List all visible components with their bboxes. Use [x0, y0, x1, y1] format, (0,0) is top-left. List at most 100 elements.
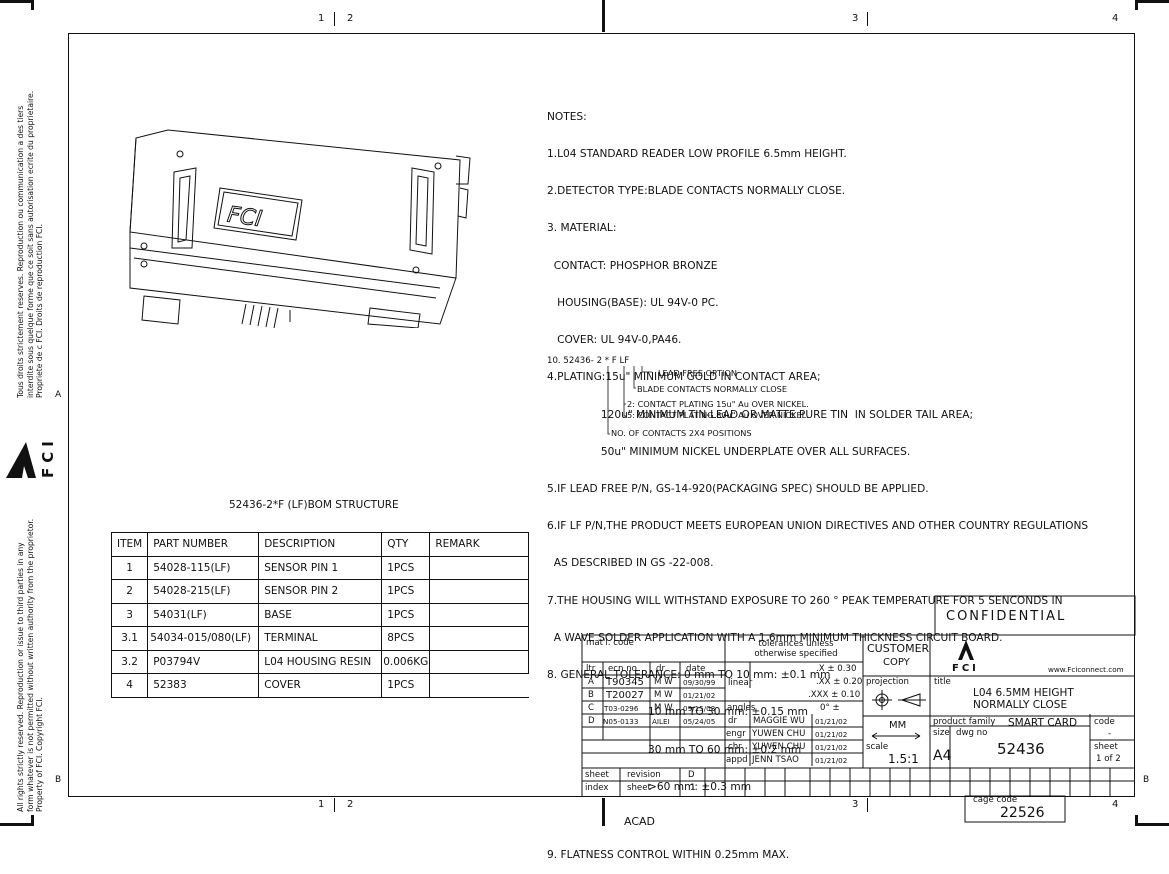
- rev-header: ltr: [586, 664, 596, 674]
- rev-cell: T03-0296: [604, 704, 639, 713]
- linear-label: linear: [728, 678, 753, 688]
- units-label: MM: [889, 720, 907, 731]
- option-contacts: NO. OF CONTACTS 2X4 POSITIONS: [611, 428, 752, 438]
- table-row: 1 54028-115(LF) SENSOR PIN 1 1PCS: [110, 555, 530, 580]
- corner-mark: [1135, 823, 1169, 826]
- center-mark: [602, 0, 605, 32]
- role-label: dr: [728, 716, 737, 726]
- rev-header: dr: [656, 664, 665, 674]
- person-name: YUWEN CHU: [752, 742, 806, 752]
- note-line: 8. GENERAL TOLERANCE: 0 mm TO 10 mm: ±0.…: [547, 669, 831, 682]
- note-line: 10 mm TO 30 mm: ±0.15 mm: [547, 706, 808, 719]
- size-label: size: [933, 728, 950, 738]
- frame-top: [68, 33, 1135, 34]
- corner-mark: [0, 0, 34, 3]
- rev-cell: 09/30/99: [683, 678, 716, 687]
- note-line: AS DESCRIBED IN GS -22-008.: [547, 557, 714, 570]
- bom-cell: 3.2: [110, 649, 149, 674]
- projection-label: projection: [866, 677, 909, 687]
- rev-cell: A: [588, 677, 594, 687]
- table-row: 3.1 54034-015/080(LF) TERMINAL 8PCS: [110, 626, 530, 651]
- tol-xxx: .XXX ± 0.10: [808, 690, 861, 700]
- zone-label: 4: [1112, 799, 1119, 810]
- rev-cell: 09/15/03: [683, 704, 716, 713]
- bom-cell: [429, 579, 530, 604]
- note-line: COVER: UL 94V-0,PA46.: [547, 334, 682, 347]
- note-line: 4.PLATING:15u" MINIMUM GOLD IN CONTACT A…: [547, 371, 821, 384]
- zone-divider: [334, 798, 335, 812]
- bom-title: 52436-2*F (LF)BOM STRUCTURE: [229, 499, 399, 511]
- zone-divider: [867, 12, 868, 26]
- bom-cell: 3.1: [110, 626, 149, 651]
- note-line: HOUSING(BASE): UL 94V-0 PC.: [547, 296, 719, 309]
- zone-label: 1: [318, 799, 325, 810]
- note-line: 6.IF LF P/N,THE PRODUCT MEETS EUROPEAN U…: [547, 520, 1089, 533]
- product-family-value: SMART CARD: [1008, 717, 1078, 729]
- bom-table: ITEM PART NUMBER DESCRIPTION QTY REMARK …: [110, 532, 530, 698]
- rev-cell: B: [588, 690, 594, 700]
- sheet-index-label: index: [585, 783, 609, 793]
- option-plating-5: 5: CONTACT PLATING 80u" Au OVER NICKEL.: [627, 410, 809, 420]
- table-row: 4 52383 COVER 1PCS: [110, 673, 529, 698]
- person-name: JENN TSAO: [752, 755, 799, 765]
- corner-mark: [1135, 0, 1169, 3]
- zone-label: 2: [347, 799, 354, 810]
- rev-header: date: [686, 664, 706, 674]
- customer-label: CUSTOMER: [867, 642, 930, 655]
- copy-label: COPY: [883, 657, 910, 668]
- scale-label: scale: [866, 742, 889, 752]
- tol-x: .X ± 0.30: [816, 664, 857, 674]
- bom-header-cell: DESCRIPTION: [258, 532, 383, 557]
- angle-value: 0° ±: [820, 703, 840, 713]
- corner-mark: [31, 0, 34, 10]
- option-blade-contacts: BLADE CONTACTS NORMALLY CLOSE: [637, 384, 788, 394]
- sheet-value-2: 1: [690, 783, 696, 793]
- bom-cell: TERMINAL: [258, 626, 383, 651]
- rev-cell: D: [588, 716, 595, 726]
- note-line: 7.THE HOUSING WILL WITHSTAND EXPOSURE TO…: [547, 594, 1063, 607]
- code-label: code: [1094, 717, 1115, 727]
- matl-code-label: mat'l. code: [586, 638, 634, 648]
- note-line: 2.DETECTOR TYPE:BLADE CONTACTS NORMALLY …: [547, 185, 846, 198]
- role-label: engr: [726, 729, 746, 739]
- revision-value: D: [688, 770, 695, 780]
- note-line: 5.IF LEAD FREE P/N, GS-14-920(PACKAGING …: [547, 483, 929, 495]
- bom-cell: 1: [110, 555, 149, 580]
- corner-mark: [1135, 815, 1138, 826]
- rev-cell: AILEI: [652, 717, 670, 726]
- revision-label: revision: [627, 770, 661, 780]
- zone-divider: [867, 798, 868, 812]
- rev-cell: N05-0133: [603, 717, 639, 726]
- option-lead-free: LEAD FREE OPTION: [658, 368, 737, 378]
- person-date: 01/21/02: [815, 756, 848, 765]
- person-date: 01/21/02: [815, 743, 848, 752]
- rev-cell: T90345: [606, 677, 644, 688]
- rev-cell: M W: [654, 703, 673, 713]
- bom-cell: L04 HOUSING RESIN: [258, 649, 383, 674]
- frame-right: [1134, 33, 1135, 797]
- bom-cell: 1PCS: [381, 602, 431, 627]
- code-value: -: [1108, 729, 1112, 739]
- note-line: CONTACT: PHOSPHOR BRONZE: [547, 259, 718, 272]
- drawing-title-line2: NORMALLY CLOSE: [973, 699, 1068, 711]
- zone-label: B: [1143, 775, 1150, 785]
- bom-cell: BASE: [258, 602, 383, 627]
- corner-mark: [0, 823, 34, 826]
- frame-left: [68, 33, 69, 797]
- zone-label: 3: [852, 799, 859, 810]
- title-block-grid: [581, 595, 1136, 823]
- cage-code-value: 22526: [1000, 805, 1045, 821]
- dwg-no-value: 52436: [997, 740, 1045, 758]
- bom-cell: [429, 673, 529, 698]
- role-label: appd: [726, 755, 748, 765]
- sheet-value: 1 of 2: [1096, 754, 1121, 764]
- person-date: 01/21/02: [815, 730, 848, 739]
- sheet-index-label: sheet: [585, 770, 609, 780]
- connector-drawing: FCI: [129, 129, 471, 328]
- person-name: YUWEN CHU: [752, 729, 806, 739]
- zone-label: 1: [318, 13, 325, 24]
- company-logo-text: FCI: [952, 663, 979, 674]
- corner-mark: [31, 815, 34, 826]
- rev-cell: 05/24/05: [683, 717, 716, 726]
- table-row: 3.2 P03794V L04 HOUSING RESIN 0.006KG: [110, 649, 530, 674]
